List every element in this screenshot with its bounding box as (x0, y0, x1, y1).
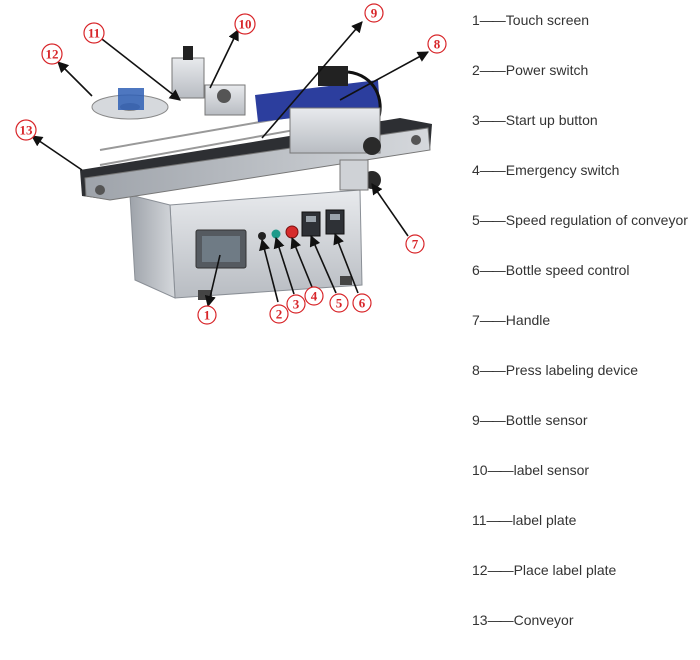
legend-label: Place label plate (513, 562, 617, 578)
legend-number: 8 (472, 362, 480, 378)
legend-item: 7——Handle (472, 310, 698, 360)
legend-label: Conveyor (513, 612, 574, 628)
legend-item: 6——Bottle speed control (472, 260, 698, 310)
svg-text:5: 5 (336, 296, 343, 311)
svg-text:2: 2 (276, 307, 283, 322)
svg-text:8: 8 (434, 37, 441, 52)
legend-label: Press labeling device (505, 362, 639, 378)
legend-label: Bottle sensor (505, 412, 588, 428)
legend-item: 4——Emergency switch (472, 160, 698, 210)
legend-number: 11 (472, 512, 487, 528)
callout-10: 10 (234, 13, 256, 35)
machine-diagram: 1 2 3 4 5 6 7 8 9 10 11 12 13 (15, 3, 447, 325)
legend-separator: —— (479, 112, 506, 128)
legend-label: Handle (505, 312, 551, 328)
svg-text:13: 13 (20, 123, 34, 138)
svg-text:6: 6 (359, 296, 366, 311)
legend-label: label sensor (513, 462, 590, 478)
emergency-switch (285, 225, 299, 239)
callout-11: 11 (83, 22, 105, 44)
callout-5: 5 (329, 293, 349, 313)
svg-text:12: 12 (46, 47, 59, 62)
legend-number: 2 (472, 62, 480, 78)
legend-item: 3——Start up button (472, 110, 698, 160)
legend-number: 3 (472, 112, 480, 128)
legend-label: label plate (512, 512, 577, 528)
legend-number: 4 (472, 162, 480, 178)
parts-legend: 1——Touch screen 2——Power switch 3——Start… (472, 10, 698, 660)
legend-label: Emergency switch (505, 162, 620, 178)
svg-text:1: 1 (204, 308, 211, 323)
legend-separator: —— (479, 12, 506, 28)
svg-text:9: 9 (371, 6, 378, 21)
callout-7: 7 (405, 234, 425, 254)
legend-separator: —— (479, 262, 506, 278)
legend-separator: —— (479, 412, 506, 428)
legend-label: Power switch (505, 62, 589, 78)
legend-number: 6 (472, 262, 480, 278)
press-labeling-device (255, 66, 382, 191)
touch-screen (195, 229, 247, 269)
svg-text:10: 10 (239, 17, 252, 32)
svg-text:3: 3 (293, 297, 300, 312)
callout-13: 13 (15, 119, 37, 141)
callout-3: 3 (286, 294, 306, 314)
legend-separator: —— (487, 562, 514, 578)
legend-separator: —— (479, 362, 506, 378)
callout-12: 12 (41, 43, 63, 65)
svg-text:11: 11 (88, 26, 100, 41)
legend-number: 9 (472, 412, 480, 428)
legend-label: Touch screen (505, 12, 590, 28)
start-up-button (271, 229, 281, 239)
legend-item: 12——Place label plate (472, 560, 698, 610)
callout-4: 4 (304, 286, 324, 306)
callout-markers: 1 2 3 4 5 6 7 8 9 10 11 12 13 (15, 3, 447, 325)
legend-label: Speed regulation of conveyor (505, 212, 688, 228)
legend-number: 10 (472, 462, 488, 478)
legend-item: 10——label sensor (472, 460, 698, 510)
legend-number: 1 (472, 12, 480, 28)
svg-text:7: 7 (412, 237, 419, 252)
legend-separator: —— (479, 162, 506, 178)
legend-item: 2——Power switch (472, 60, 698, 110)
legend-item: 11——label plate (472, 510, 698, 560)
legend-label: Start up button (505, 112, 598, 128)
legend-separator: —— (479, 312, 506, 328)
legend-separator: —— (486, 512, 513, 528)
callout-2: 2 (269, 304, 289, 324)
legend-label: Bottle speed control (505, 262, 630, 278)
legend-number: 5 (472, 212, 480, 228)
legend-item: 13——Conveyor (472, 610, 698, 660)
svg-text:4: 4 (311, 289, 318, 304)
legend-item: 1——Touch screen (472, 10, 698, 60)
power-switch (258, 232, 266, 240)
speed-controllers (301, 209, 345, 237)
legend-number: 13 (472, 612, 488, 628)
callout-1: 1 (197, 305, 217, 325)
legend-item: 5——Speed regulation of conveyor (472, 210, 698, 260)
legend-number: 12 (472, 562, 488, 578)
label-plate-assembly (91, 46, 246, 120)
callout-9: 9 (364, 3, 384, 23)
legend-separator: —— (487, 462, 514, 478)
legend-number: 7 (472, 312, 480, 328)
legend-separator: —— (487, 612, 514, 628)
callout-8: 8 (427, 34, 447, 54)
legend-item: 8——Press labeling device (472, 360, 698, 410)
legend-item: 9——Bottle sensor (472, 410, 698, 460)
legend-separator: —— (479, 212, 506, 228)
callout-6: 6 (352, 293, 372, 313)
leader-lines (31, 21, 429, 308)
legend-separator: —— (479, 62, 506, 78)
